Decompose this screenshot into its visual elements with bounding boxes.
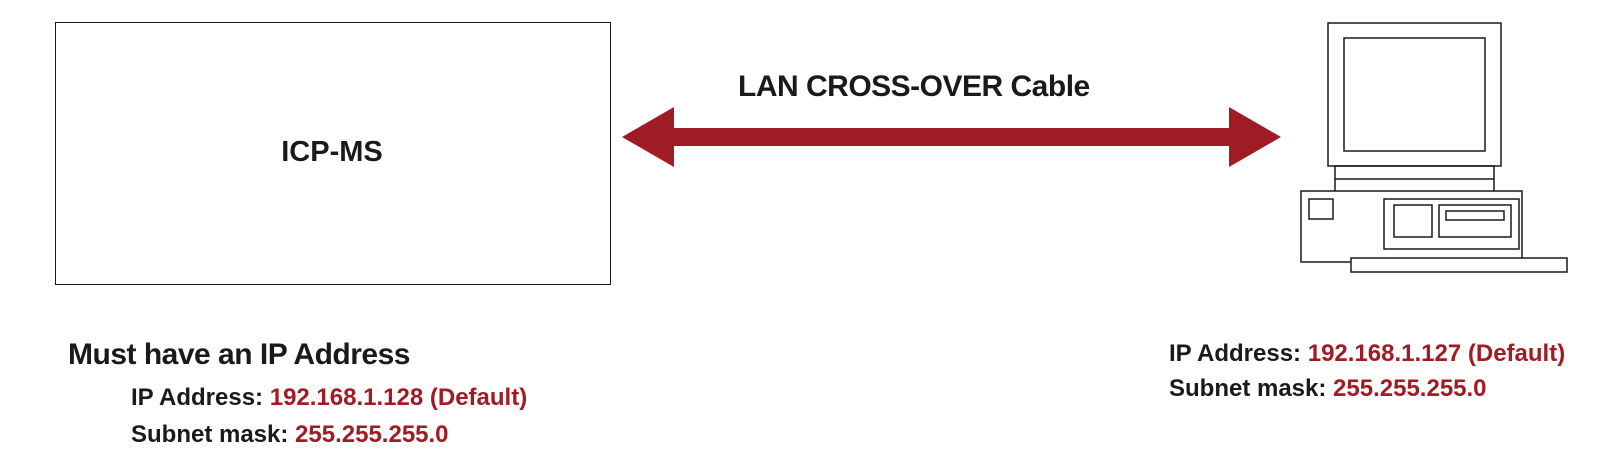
pc-ip-label: IP Address: xyxy=(1169,340,1308,367)
keyboard xyxy=(1350,257,1568,273)
icp-ms-ip-address: IP Address: 192.168.1.128 (Default) xyxy=(131,384,527,412)
power-button xyxy=(1308,198,1334,220)
icp-ms-subnet-mask: Subnet mask: 255.255.255.0 xyxy=(131,421,449,449)
icp-ms-mask-label: Subnet mask: xyxy=(131,421,296,448)
icp-ms-box: ICP-MS xyxy=(55,22,611,285)
icp-ms-ip-label: IP Address: xyxy=(131,384,270,411)
monitor-frame xyxy=(1327,22,1502,167)
icp-ms-label: ICP-MS xyxy=(281,136,383,168)
icp-ms-ip-value: 192.168.1.128 (Default) xyxy=(269,384,528,411)
monitor-screen xyxy=(1343,37,1486,152)
monitor-stand xyxy=(1334,165,1495,180)
cable-label: LAN CROSS-OVER Cable xyxy=(738,70,1090,103)
pc-ip-value: 192.168.1.127 (Default) xyxy=(1307,340,1566,367)
drive-bay xyxy=(1383,198,1520,250)
drive-opening xyxy=(1445,210,1505,221)
icp-ms-mask-value: 255.255.255.0 xyxy=(295,421,449,448)
drive-slot-right xyxy=(1438,204,1512,238)
cable-arrow xyxy=(622,107,1281,167)
drive-slot-left xyxy=(1393,204,1433,238)
pc-subnet-mask: Subnet mask: 255.255.255.0 xyxy=(1169,375,1487,403)
icp-ms-requirement-heading: Must have an IP Address xyxy=(68,338,410,371)
pc-ip-address: IP Address: 192.168.1.127 (Default) xyxy=(1169,340,1565,368)
system-unit xyxy=(1300,190,1523,263)
pc-mask-label: Subnet mask: xyxy=(1169,375,1334,402)
pc-mask-value: 255.255.255.0 xyxy=(1333,375,1487,402)
